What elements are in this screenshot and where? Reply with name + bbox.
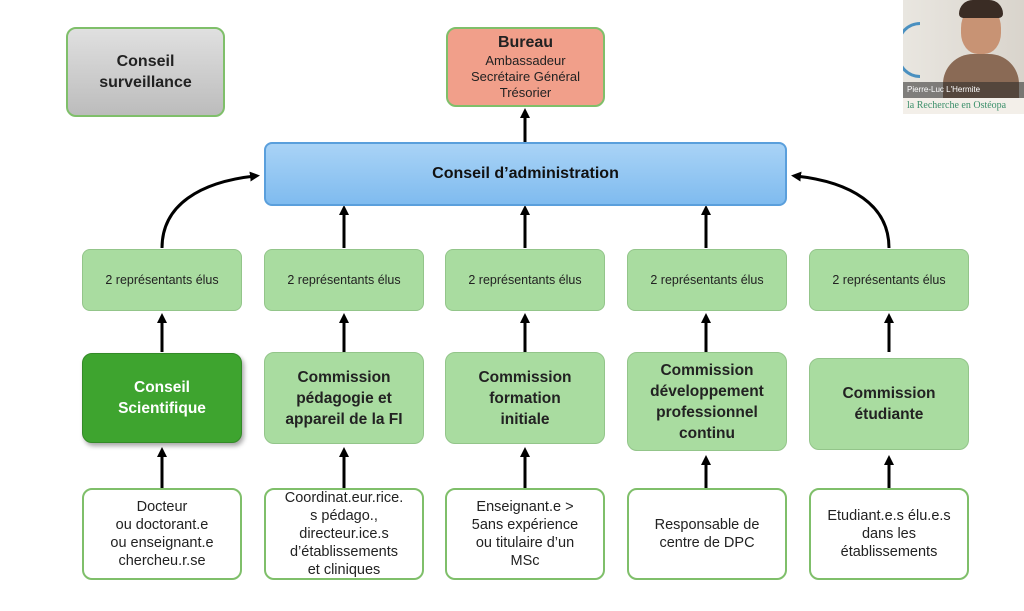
bureau-line-tresorier: Trésorier	[499, 85, 552, 100]
members-box-2: Coordinat.eur.rice. s pédago., directeur…	[264, 488, 424, 580]
members-box-3: Enseignant.e > 5ans expérience ou titula…	[445, 488, 605, 580]
bureau-title: Bureau	[497, 34, 554, 51]
representatives-box-3: 2 représentants élus	[445, 249, 605, 311]
participant-video-thumbnail[interactable]: Pierre-Luc L'Hermite la Recherche en Ost…	[903, 0, 1024, 114]
representatives-box-1: 2 représentants élus	[82, 249, 242, 311]
conseil-scientifique-box: Conseil Scientifique	[82, 353, 242, 443]
logo-bracket-icon	[903, 22, 920, 78]
bureau-line-secretaire: Secrétaire Général	[470, 69, 581, 84]
commission-etudiante-box: Commission étudiante	[809, 358, 969, 450]
members-box-5: Etudiant.e.s élu.e.s dans les établissem…	[809, 488, 969, 580]
commission-pedagogie-box: Commission pédagogie et appareil de la F…	[264, 352, 424, 444]
participant-name-label: Pierre-Luc L'Hermite	[903, 82, 1024, 98]
commission-formation-initiale-box: Commission formation initiale	[445, 352, 605, 444]
arrow-rep1-ca	[160, 171, 260, 249]
conseil-surveillance-box: Conseil surveillance	[66, 27, 225, 117]
conseil-administration-box: Conseil d’administration	[264, 142, 787, 206]
members-box-1: Docteur ou doctorant.e ou enseignant.e c…	[82, 488, 242, 580]
representatives-box-5: 2 représentants élus	[809, 249, 969, 311]
representatives-box-2: 2 représentants élus	[264, 249, 424, 311]
video-caption: la Recherche en Ostéopa	[907, 100, 1007, 111]
participant-hair	[959, 0, 1003, 18]
representatives-box-4: 2 représentants élus	[627, 249, 787, 311]
arrow-rep5-ca	[791, 171, 891, 249]
bureau-line-ambassadeur: Ambassadeur	[485, 53, 566, 68]
commission-dpc-box: Commission développement professionnel c…	[627, 352, 787, 451]
members-box-4: Responsable de centre de DPC	[627, 488, 787, 580]
bureau-box: Bureau Ambassadeur Secrétaire Général Tr…	[446, 27, 605, 107]
